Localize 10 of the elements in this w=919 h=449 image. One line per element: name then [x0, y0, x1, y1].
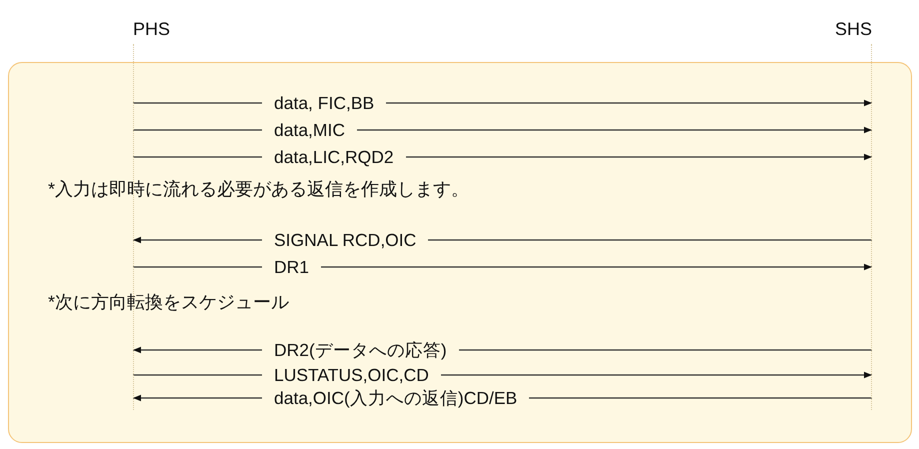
edge-label: data,LIC,RQD2 [262, 147, 406, 167]
edge-label: DR2(データへの応答) [262, 340, 459, 360]
arrow [133, 264, 872, 270]
edge-label: data,OIC(入力への返信)CD/EB [262, 388, 530, 408]
edge-label: data, FIC,BB [262, 93, 386, 113]
participant-label: SHS [834, 18, 872, 40]
note-text: *入力は即時に流れる必要がある返信を作成します。 [48, 178, 470, 200]
note-text: *次に方向転換をスケジュール [48, 291, 290, 313]
edge-label: data,MIC [262, 120, 357, 140]
participant-label: PHS [133, 18, 170, 40]
